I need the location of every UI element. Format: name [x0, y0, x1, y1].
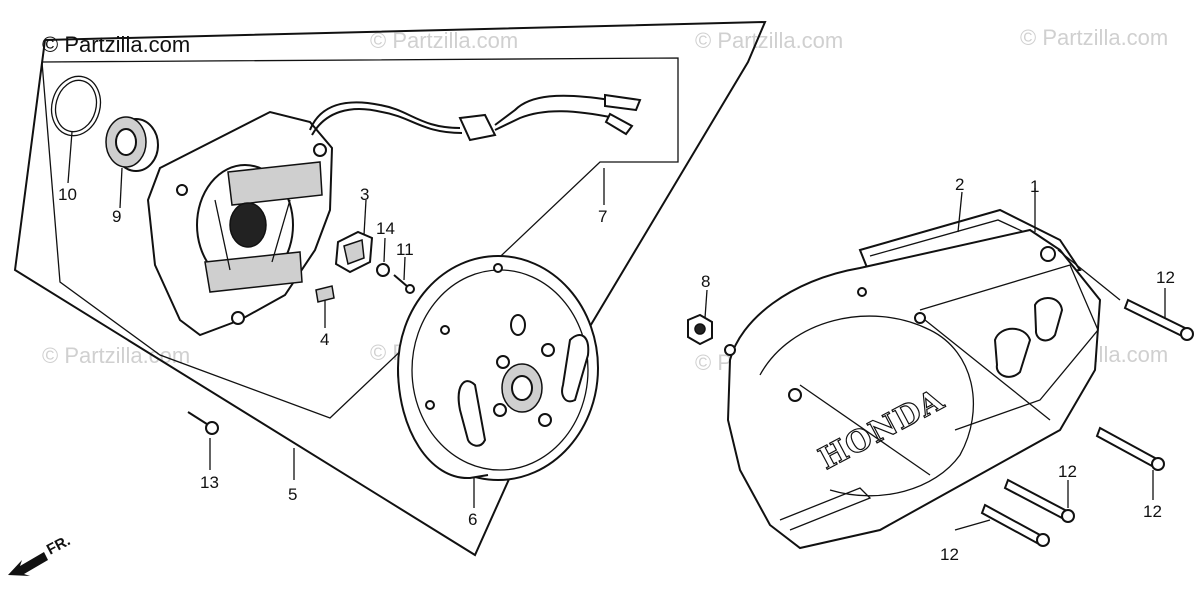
- callout-5: 5: [288, 485, 297, 504]
- oil-seal-part: [105, 116, 159, 172]
- callout-7: 7: [598, 207, 607, 226]
- callouts: 1 2 3 4 5 6 7 8 9 10 11 12 12 12 12 13 1…: [58, 175, 1175, 564]
- flywheel-part: [397, 255, 599, 481]
- watermark: © Partzilla.com: [1020, 25, 1168, 50]
- callout-14: 14: [376, 219, 395, 238]
- direction-arrow-icon: [8, 552, 48, 576]
- bolts-12: [980, 298, 1194, 547]
- callout-9: 9: [112, 207, 121, 226]
- callout-13: 13: [200, 473, 219, 492]
- spacer-part: [315, 285, 335, 303]
- callout-8: 8: [701, 272, 710, 291]
- o-ring-part: [50, 75, 102, 137]
- pulse-generator-part: [334, 230, 374, 274]
- callout-11: 11: [396, 240, 414, 259]
- watermark-main: © Partzilla.com: [42, 32, 190, 57]
- callout-3: 3: [360, 185, 369, 204]
- callout-4: 4: [320, 330, 329, 349]
- callout-12: 12: [1058, 462, 1077, 481]
- nut-part: [687, 313, 713, 346]
- direction-label: FR.: [44, 532, 73, 558]
- assembly-5-outline: [13, 20, 767, 557]
- wire-harness: [309, 93, 642, 142]
- front-direction-indicator: FR.: [8, 532, 73, 576]
- screw-part: [393, 274, 415, 294]
- callout-12: 12: [1143, 502, 1162, 521]
- callout-1: 1: [1030, 177, 1039, 196]
- stator-coils: [196, 161, 323, 293]
- crankcase-cover-part: HONDA: [724, 228, 1102, 550]
- callout-10: 10: [58, 185, 77, 204]
- washer-part: [376, 263, 390, 277]
- leader-lines: [67, 131, 1166, 531]
- watermark: © Partzilla.com: [695, 28, 843, 53]
- callout-2: 2: [955, 175, 964, 194]
- callout-6: 6: [468, 510, 477, 529]
- screw-13-part: [187, 411, 219, 435]
- callout-12: 12: [940, 545, 959, 564]
- callout-12: 12: [1156, 268, 1175, 287]
